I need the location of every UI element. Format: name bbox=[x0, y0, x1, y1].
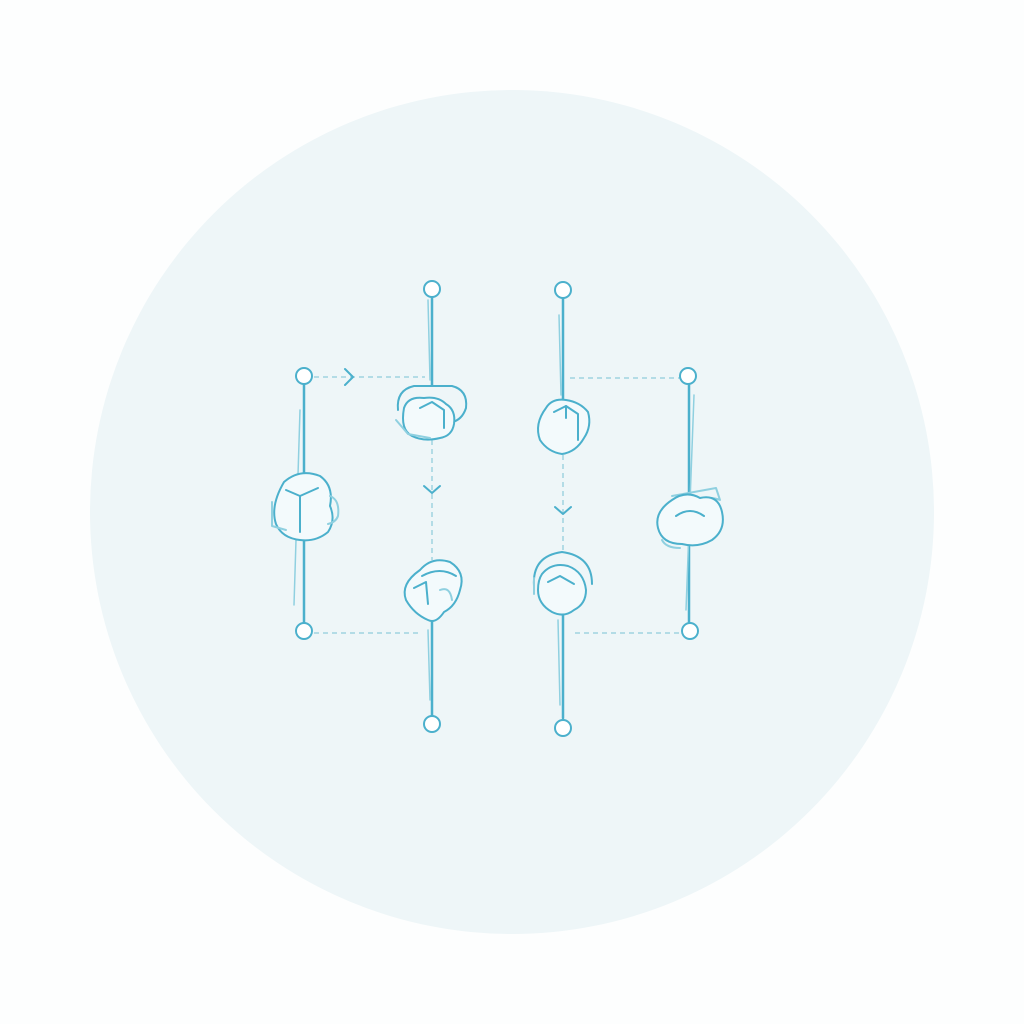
cube-head-icon bbox=[271, 472, 340, 542]
cloud-icon bbox=[656, 487, 724, 549]
node-dot-right-bottom bbox=[681, 622, 699, 640]
chevron-down-icon bbox=[554, 506, 572, 515]
mid-left-bottom-stem-sketch bbox=[427, 629, 431, 701]
background-circle bbox=[90, 90, 934, 934]
node-dot-mid-right-top bbox=[554, 281, 572, 299]
cube-head-icon bbox=[395, 385, 468, 441]
mid-right-top-stem-sketch bbox=[558, 314, 562, 396]
dashed-connectors bbox=[314, 376, 682, 634]
node-dot-mid-left-top bbox=[423, 280, 441, 298]
head-icon bbox=[532, 551, 593, 616]
node-dot-left-bottom bbox=[295, 622, 313, 640]
chevron-right-icon bbox=[344, 368, 354, 386]
node-dot-left-top bbox=[295, 367, 313, 385]
chevron-down-icon bbox=[423, 485, 441, 494]
cube-head-icon bbox=[537, 398, 591, 455]
node-dot-right-top bbox=[679, 367, 697, 385]
mid-right-bottom-stem-sketch bbox=[557, 619, 561, 706]
node-dot-mid-left-bottom bbox=[423, 715, 441, 733]
node-dot-mid-right-bottom bbox=[554, 719, 572, 737]
mid-left-top-stem-sketch bbox=[427, 299, 431, 381]
head-icon bbox=[403, 559, 463, 622]
endpoints bbox=[295, 280, 699, 737]
